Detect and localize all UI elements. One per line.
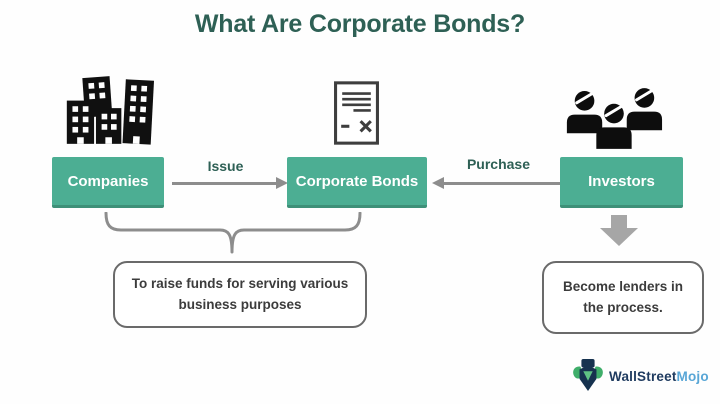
investors-group-icon: [566, 88, 663, 149]
raise-funds-line-2: business purposes: [178, 296, 302, 312]
curly-brace-icon: [104, 212, 362, 254]
brand-name: WallStreetMojo: [609, 369, 709, 384]
issue-arrow-line: [172, 182, 276, 185]
investors-label: Investors: [588, 172, 655, 190]
corporate-bonds-node: Corporate Bonds: [287, 157, 427, 208]
brand-name-mojo: Mojo: [676, 368, 709, 384]
raise-funds-line-1: To raise funds for serving various: [131, 276, 349, 292]
companies-node: Companies: [52, 157, 164, 208]
become-lenders-line-2: the process.: [583, 299, 663, 315]
raise-funds-callout: To raise funds for serving various busin…: [113, 261, 367, 328]
brand-logo: WallStreetMojo: [572, 358, 709, 394]
corporate-bonds-label: Corporate Bonds: [295, 172, 419, 190]
page-title: What Are Corporate Bonds?: [194, 10, 526, 38]
raise-funds-text: To raise funds for serving various busin…: [132, 274, 349, 315]
down-block-arrow-icon: [600, 215, 638, 246]
purchase-arrow-line: [444, 182, 560, 185]
investors-node: Investors: [560, 157, 683, 208]
right-arrowhead-icon: [276, 177, 288, 189]
brand-name-wallstreet: WallStreet: [609, 368, 677, 384]
companies-label: Companies: [67, 172, 149, 190]
left-arrowhead-icon: [432, 177, 444, 189]
become-lenders-callout: Become lenders in the process.: [542, 261, 704, 334]
bond-document-icon: [334, 81, 379, 145]
purchase-label: Purchase: [466, 156, 531, 172]
become-lenders-line-1: Become lenders in: [562, 279, 684, 295]
mojo-mascot-icon: [573, 359, 603, 392]
buildings-icon: [66, 76, 155, 145]
issue-label: Issue: [207, 158, 244, 174]
become-lenders-text: Become lenders in the process.: [563, 277, 683, 318]
